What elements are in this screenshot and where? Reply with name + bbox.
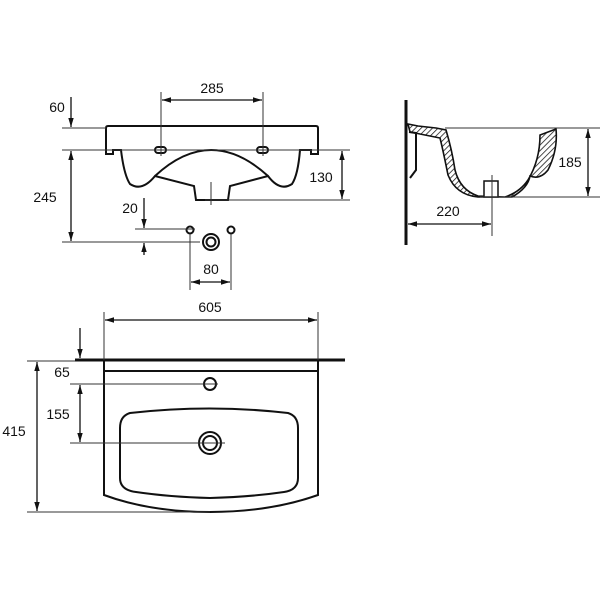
mounting-hole-right <box>226 225 236 235</box>
basin-bowl <box>119 407 299 500</box>
outlet-inner <box>205 236 217 248</box>
dim-tap-hole-spacing: 285 <box>200 80 224 96</box>
front-view-outline <box>105 125 319 251</box>
mounting-hole-left <box>185 225 195 235</box>
dim-outlet-offset: 20 <box>122 200 138 216</box>
top-view: 605 65 155 415 <box>2 299 345 514</box>
dim-drain-from-tap-hole: 155 <box>46 406 70 422</box>
front-view: 285 60 245 130 20 80 <box>33 80 350 290</box>
side-outlet <box>483 180 499 198</box>
front-dimension-lines <box>62 92 350 290</box>
dim-outlet-spacing: 80 <box>203 261 219 277</box>
dim-rim-height: 60 <box>49 99 65 115</box>
dim-width: 605 <box>198 299 222 315</box>
dim-depth: 415 <box>2 423 26 439</box>
dim-outlet-height: 245 <box>33 189 57 205</box>
wall-bracket <box>408 131 417 179</box>
side-view: 185 220 <box>404 100 600 245</box>
side-section-hatched <box>406 122 558 198</box>
dim-tap-hole-from-wall: 65 <box>54 364 70 380</box>
dim-bowl-depth: 130 <box>309 169 333 185</box>
dim-outlet-from-wall: 220 <box>436 203 460 219</box>
outlet-outer <box>202 233 220 251</box>
dim-side-height: 185 <box>558 154 582 170</box>
